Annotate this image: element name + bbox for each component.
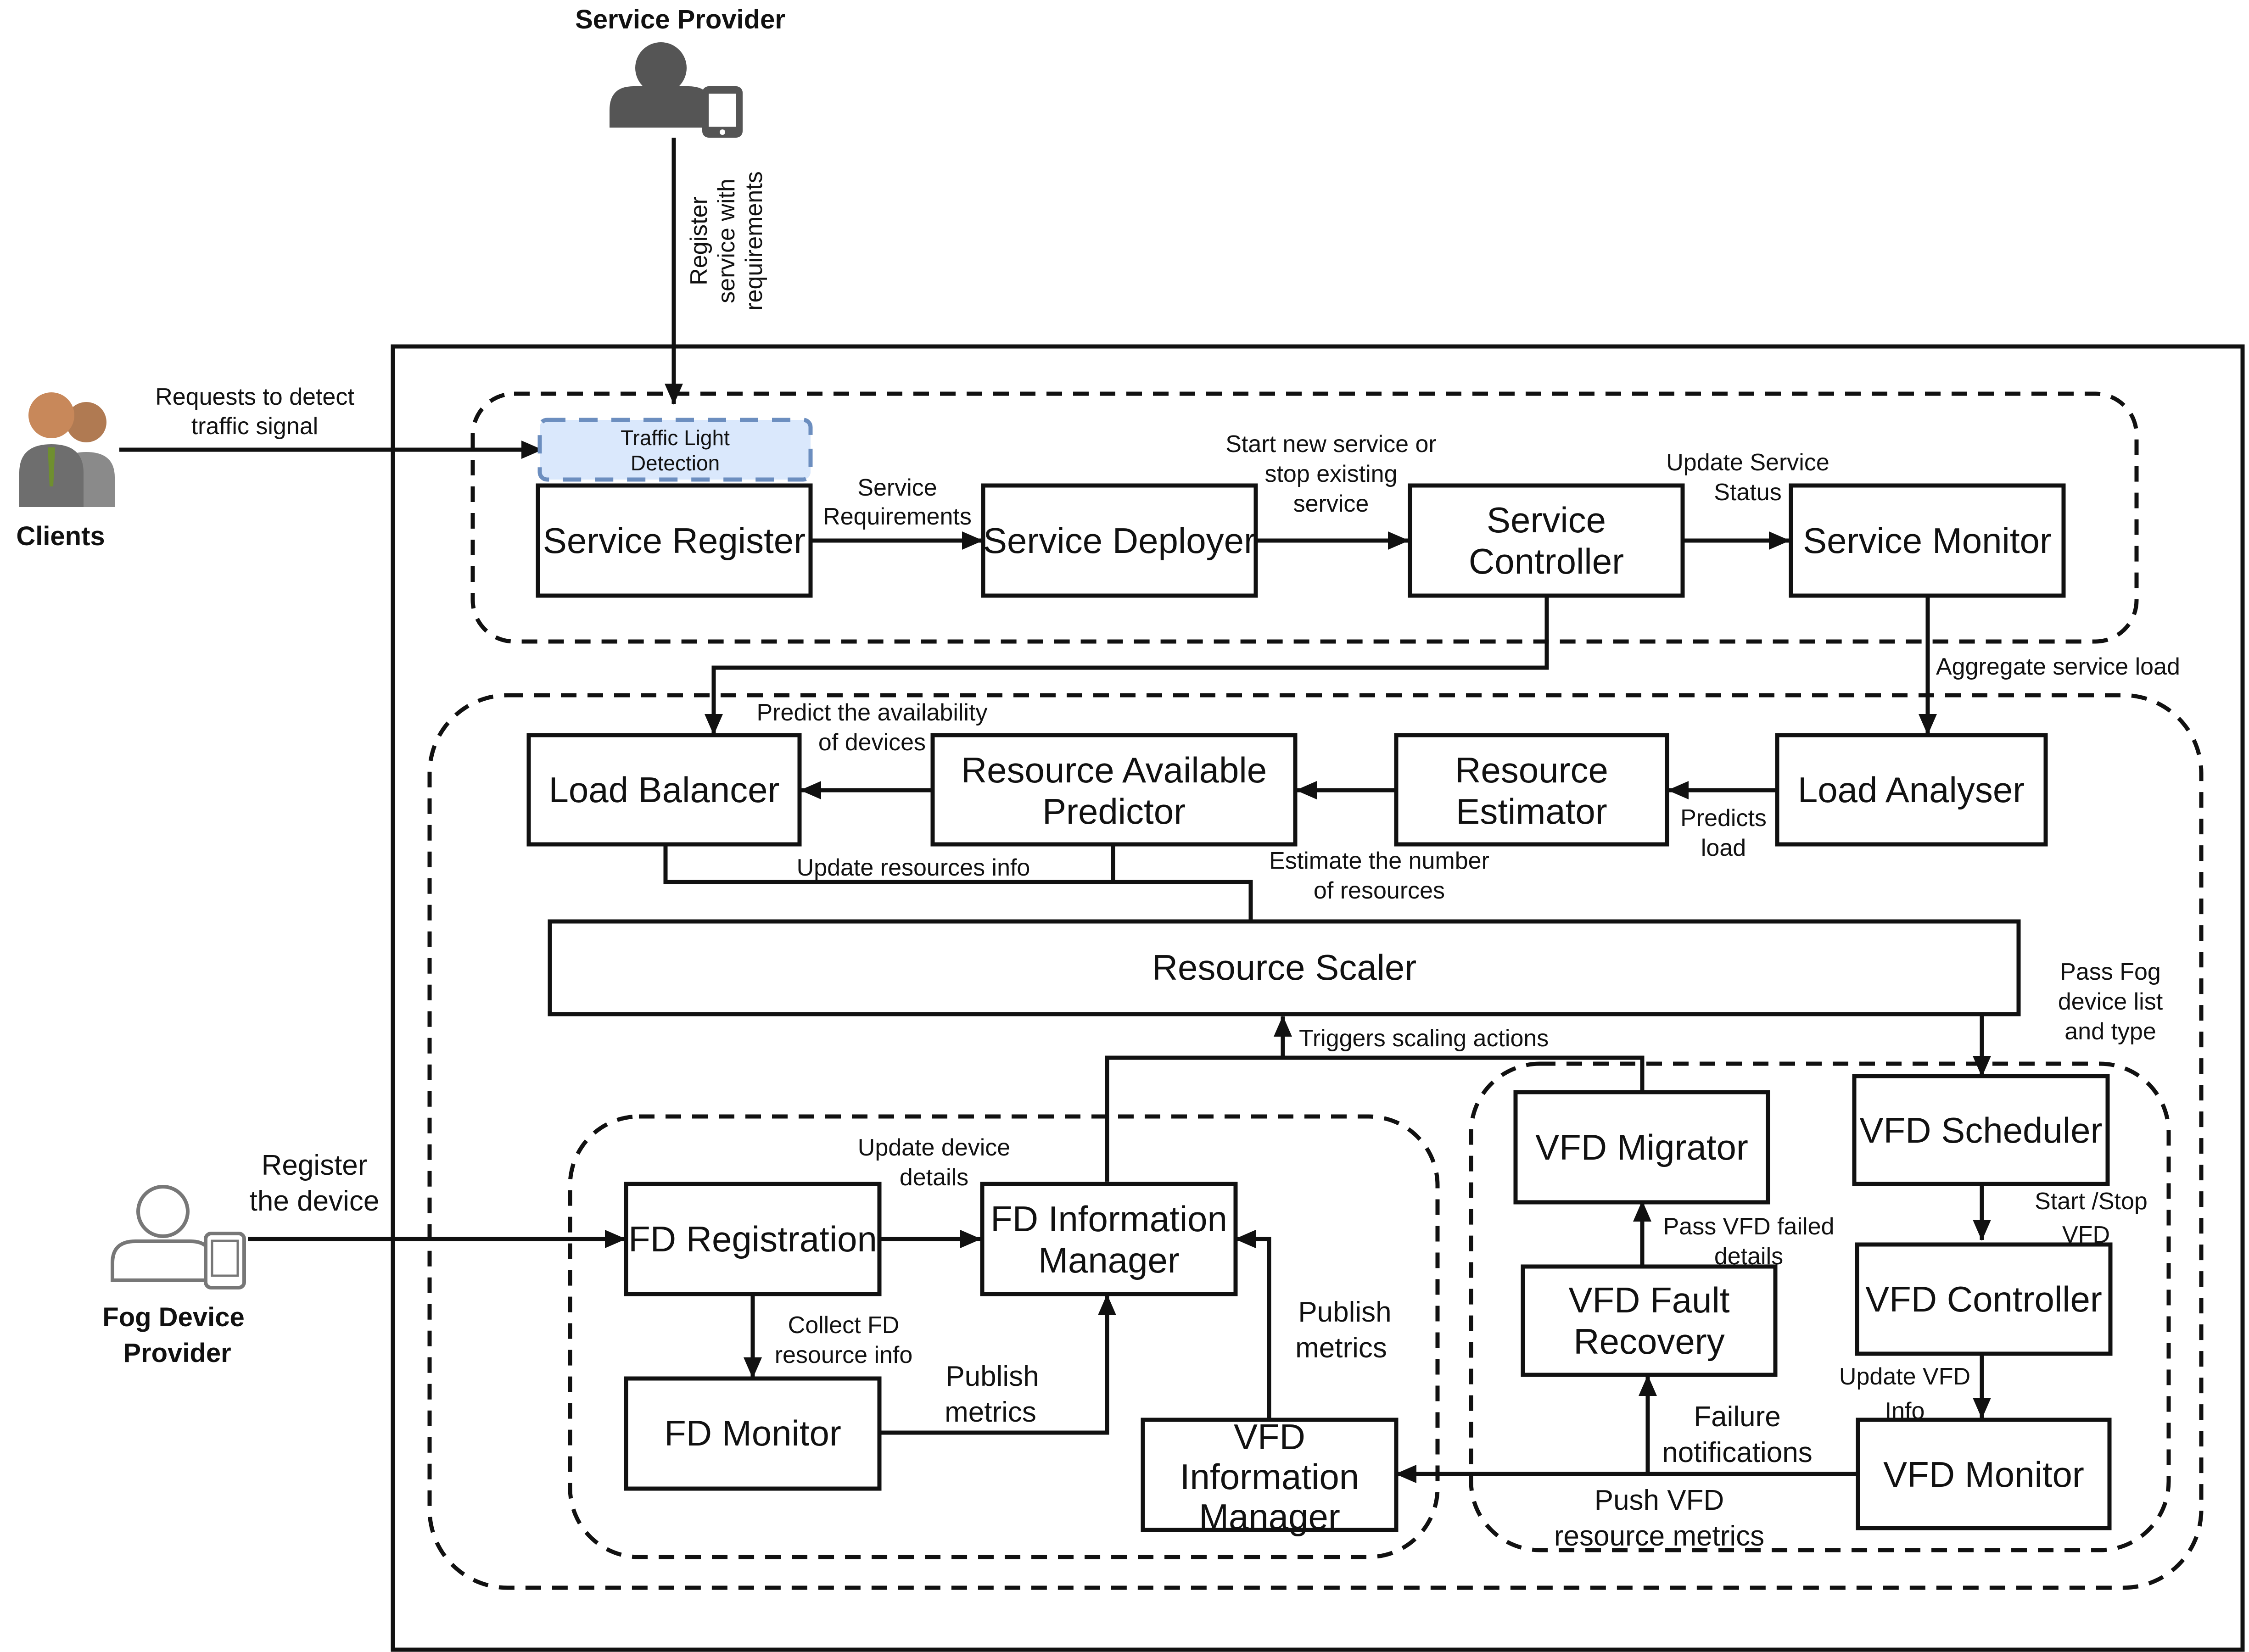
edge-update-resources-info — [663, 845, 1253, 920]
svg-text:Resource Scaler: Resource Scaler — [1152, 947, 1417, 988]
svg-text:VFD Controller: VFD Controller — [1865, 1279, 2102, 1319]
edge-publish-metrics-vfd — [1235, 1230, 1271, 1419]
svg-text:FD Registration: FD Registration — [628, 1219, 877, 1259]
svg-text:VFD Migrator: VFD Migrator — [1535, 1127, 1748, 1167]
resource-scaler-box[interactable]: Resource Scaler — [548, 919, 2021, 1016]
resource-management-group — [427, 693, 2204, 1590]
svg-text:VFD Scheduler: VFD Scheduler — [1860, 1110, 2103, 1150]
fd-monitor-box[interactable]: FD Monitor — [624, 1376, 882, 1491]
svg-text:VFD Monitor: VFD Monitor — [1883, 1454, 2084, 1495]
vfd-controller-box[interactable]: VFD Controller — [1855, 1242, 2113, 1356]
service-provider-label: Service Provider — [575, 5, 785, 34]
edge-publish-metrics-fd — [880, 1294, 1116, 1435]
edge-migrator-triggers — [1283, 1055, 1645, 1091]
service-management-group — [470, 391, 2139, 644]
svg-text:Service Deployer: Service Deployer — [983, 520, 1256, 561]
fd-registration-box[interactable]: FD Registration — [624, 1182, 882, 1296]
clients-icon — [19, 392, 115, 507]
label-aggregate-service-load: Aggregate service load — [1936, 653, 2180, 680]
label-register-service: Registerservice withrequirements — [686, 171, 767, 310]
vfd-monitor-box[interactable]: VFD Monitor — [1856, 1418, 2112, 1530]
vfd-management-group — [1469, 1061, 2171, 1552]
edge-triggers-scaling — [1105, 1016, 1292, 1182]
label-triggers-scaling: Triggers scaling actions — [1299, 1025, 1549, 1052]
svg-text:FD Monitor: FD Monitor — [664, 1413, 841, 1453]
vfd-scheduler-box[interactable]: VFD Scheduler — [1852, 1074, 2110, 1186]
fog-device-management-group — [568, 1114, 1440, 1559]
svg-text:Load Analyser: Load Analyser — [1798, 770, 2025, 810]
clients-label: Clients — [16, 521, 105, 551]
svg-text:Service Register: Service Register — [543, 520, 806, 561]
svg-text:Service Monitor: Service Monitor — [1803, 520, 2052, 561]
service-deployer-box[interactable]: Service Deployer — [981, 483, 1258, 598]
fog-device-provider-icon — [111, 1185, 246, 1289]
service-register-box[interactable]: Service Register — [536, 483, 813, 598]
svg-text:Load Balancer: Load Balancer — [548, 770, 779, 810]
label-update-resources-info: Update resources info — [797, 854, 1030, 881]
edge-controller-to-balancer — [705, 597, 1549, 735]
service-provider-icon — [610, 42, 743, 138]
system-frame — [391, 344, 2245, 1652]
load-analyser-box[interactable]: Load Analyser — [1775, 733, 2048, 847]
vfd-migrator-box[interactable]: VFD Migrator — [1513, 1090, 1770, 1205]
service-monitor-box[interactable]: Service Monitor — [1789, 483, 2066, 598]
load-balancer-box[interactable]: Load Balancer — [526, 733, 802, 847]
